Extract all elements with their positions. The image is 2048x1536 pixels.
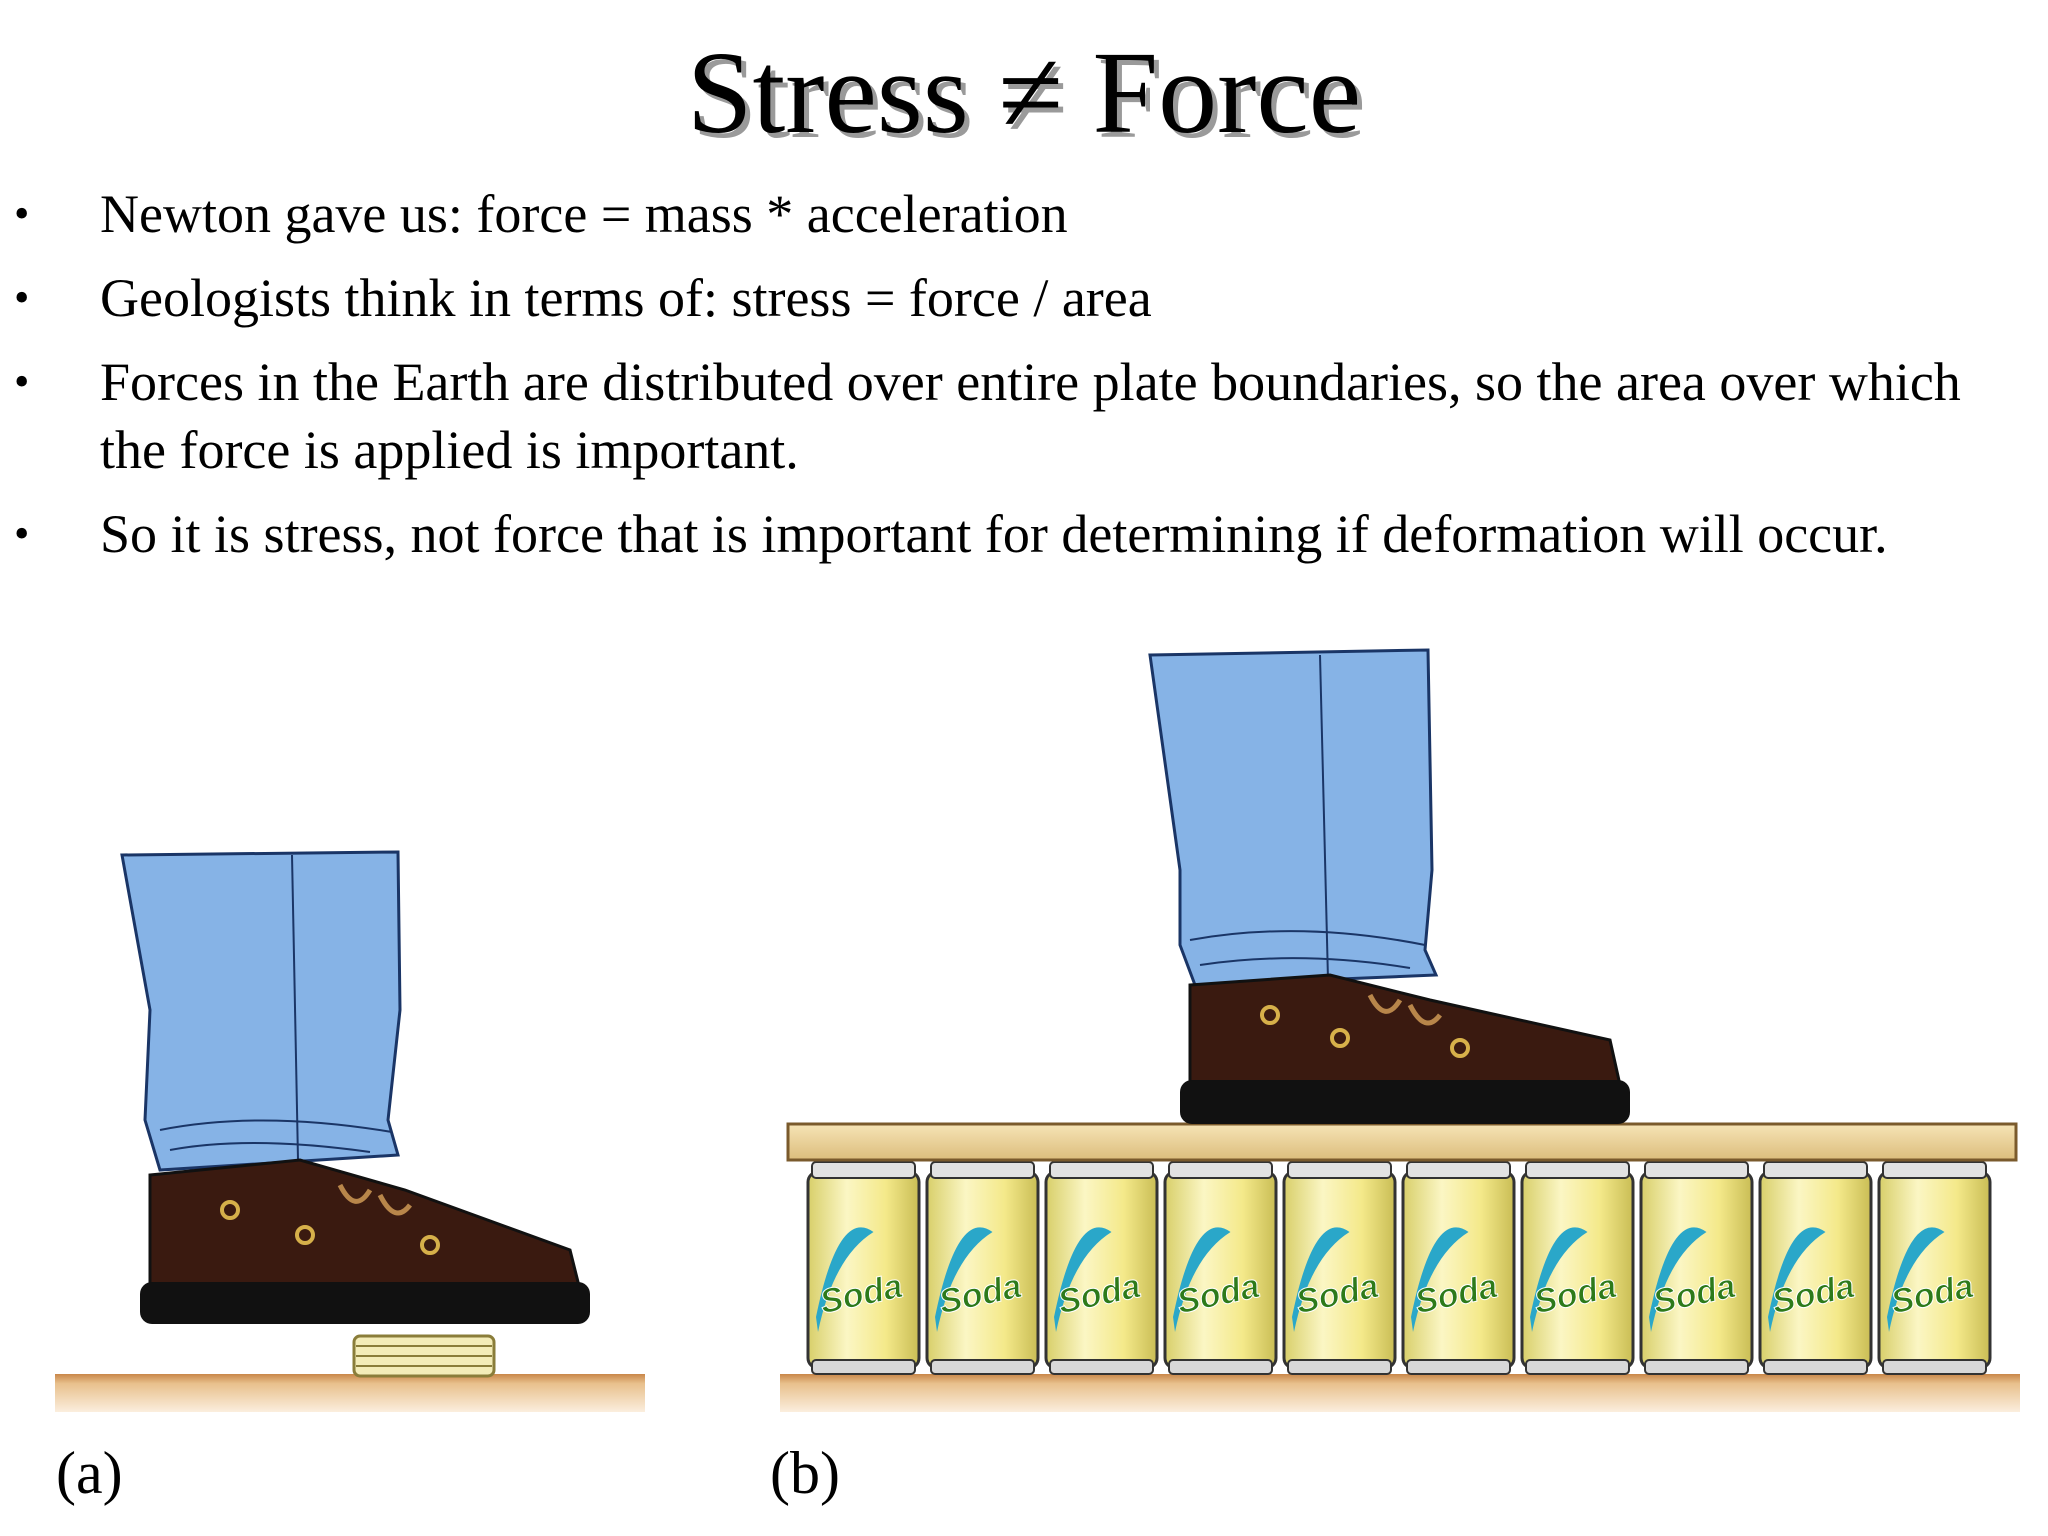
soda-can: Soda <box>1044 1161 1159 1375</box>
soda-can: Soda <box>1282 1161 1397 1375</box>
soda-can: Soda <box>925 1161 1040 1375</box>
crushed-can <box>352 1334 496 1378</box>
bullet-text: Newton gave us: force = mass * accelerat… <box>100 184 1068 244</box>
soda-can: Soda <box>1520 1161 1635 1375</box>
bullet-text: Geologists think in terms of: stress = f… <box>100 268 1152 328</box>
bullet-item: • So it is stress, not force that is impo… <box>14 500 2034 568</box>
panel-a-label: (a) <box>56 1440 123 1506</box>
panel-b-label: (b) <box>770 1440 840 1506</box>
bullet-icon: • <box>14 357 30 406</box>
bullet-item: • Forces in the Earth are distributed ove… <box>14 348 2034 484</box>
soda-can: Soda <box>1163 1161 1278 1375</box>
bullet-icon: • <box>14 273 30 322</box>
shoe-b <box>1180 973 1630 1124</box>
shoe-a <box>140 1158 590 1324</box>
jeans-leg-b <box>1148 648 1439 987</box>
board <box>786 1122 2018 1162</box>
soda-can: Soda <box>1758 1161 1873 1375</box>
bullet-item: • Newton gave us: force = mass * accelera… <box>14 180 2034 248</box>
floor-b <box>780 1374 2020 1412</box>
floor-a <box>55 1374 645 1412</box>
soda-can: Soda <box>806 1161 921 1375</box>
jeans-leg-a <box>120 850 402 1172</box>
bullet-text: So it is stress, not force that is impor… <box>100 504 1888 564</box>
bullet-item: • Geologists think in terms of: stress = … <box>14 264 2034 332</box>
soda-can: Soda <box>1401 1161 1516 1375</box>
soda-can: Soda <box>1639 1161 1754 1375</box>
bullet-icon: • <box>14 189 30 238</box>
bullet-list: • Newton gave us: force = mass * accelera… <box>14 180 2034 584</box>
bullet-icon: • <box>14 509 30 558</box>
soda-can: Soda <box>1877 1161 1992 1375</box>
soda-can-label: Soda <box>1174 1267 1263 1321</box>
bullet-text: Forces in the Earth are distributed over… <box>100 352 1961 480</box>
panel-a <box>55 850 645 1412</box>
slide-title: Stress ≠ Force <box>686 27 1362 158</box>
